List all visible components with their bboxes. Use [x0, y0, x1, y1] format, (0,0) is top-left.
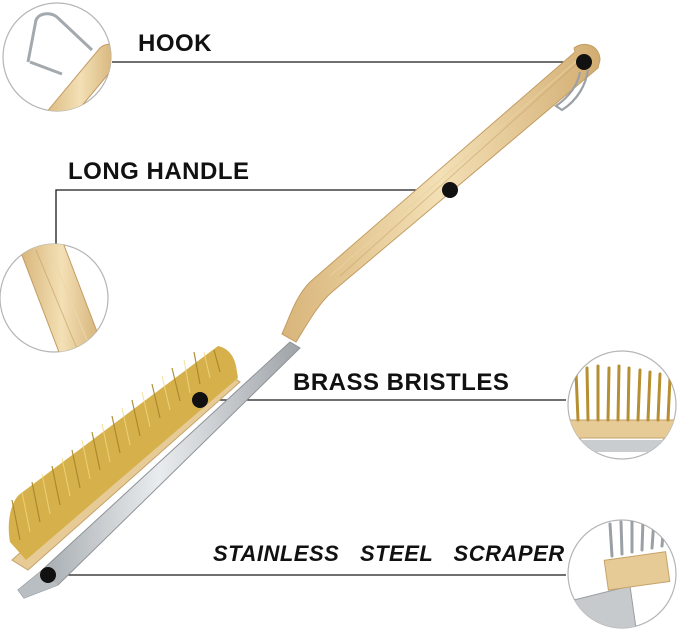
- callout-lines: [48, 61, 584, 576]
- wooden-handle: [281, 44, 601, 343]
- scraper-label: STAINLESS STEEL SCRAPER: [213, 541, 565, 566]
- callout-dots: [40, 54, 592, 583]
- brass-bristles-detail-circle: [567, 350, 677, 460]
- brass-bristles: [8, 346, 238, 560]
- handle-hook-wire: [554, 69, 590, 112]
- long-handle-label: LONG HANDLE: [68, 158, 250, 185]
- scraper-detail-circle: [567, 519, 677, 629]
- brass-bristles-label: BRASS BRISTLES: [293, 369, 510, 396]
- hook-detail-circle: [2, 2, 112, 112]
- hook-callout-dot: [576, 54, 592, 70]
- brass-bristles-callout-dot: [192, 392, 208, 408]
- hook-label: HOOK: [138, 30, 212, 57]
- long-handle-detail-circle: [0, 243, 109, 353]
- long-handle-callout-line: [55, 189, 450, 244]
- brush-product: [8, 44, 601, 599]
- scraper-callout-dot: [40, 567, 56, 583]
- long-handle-callout-dot: [442, 182, 458, 198]
